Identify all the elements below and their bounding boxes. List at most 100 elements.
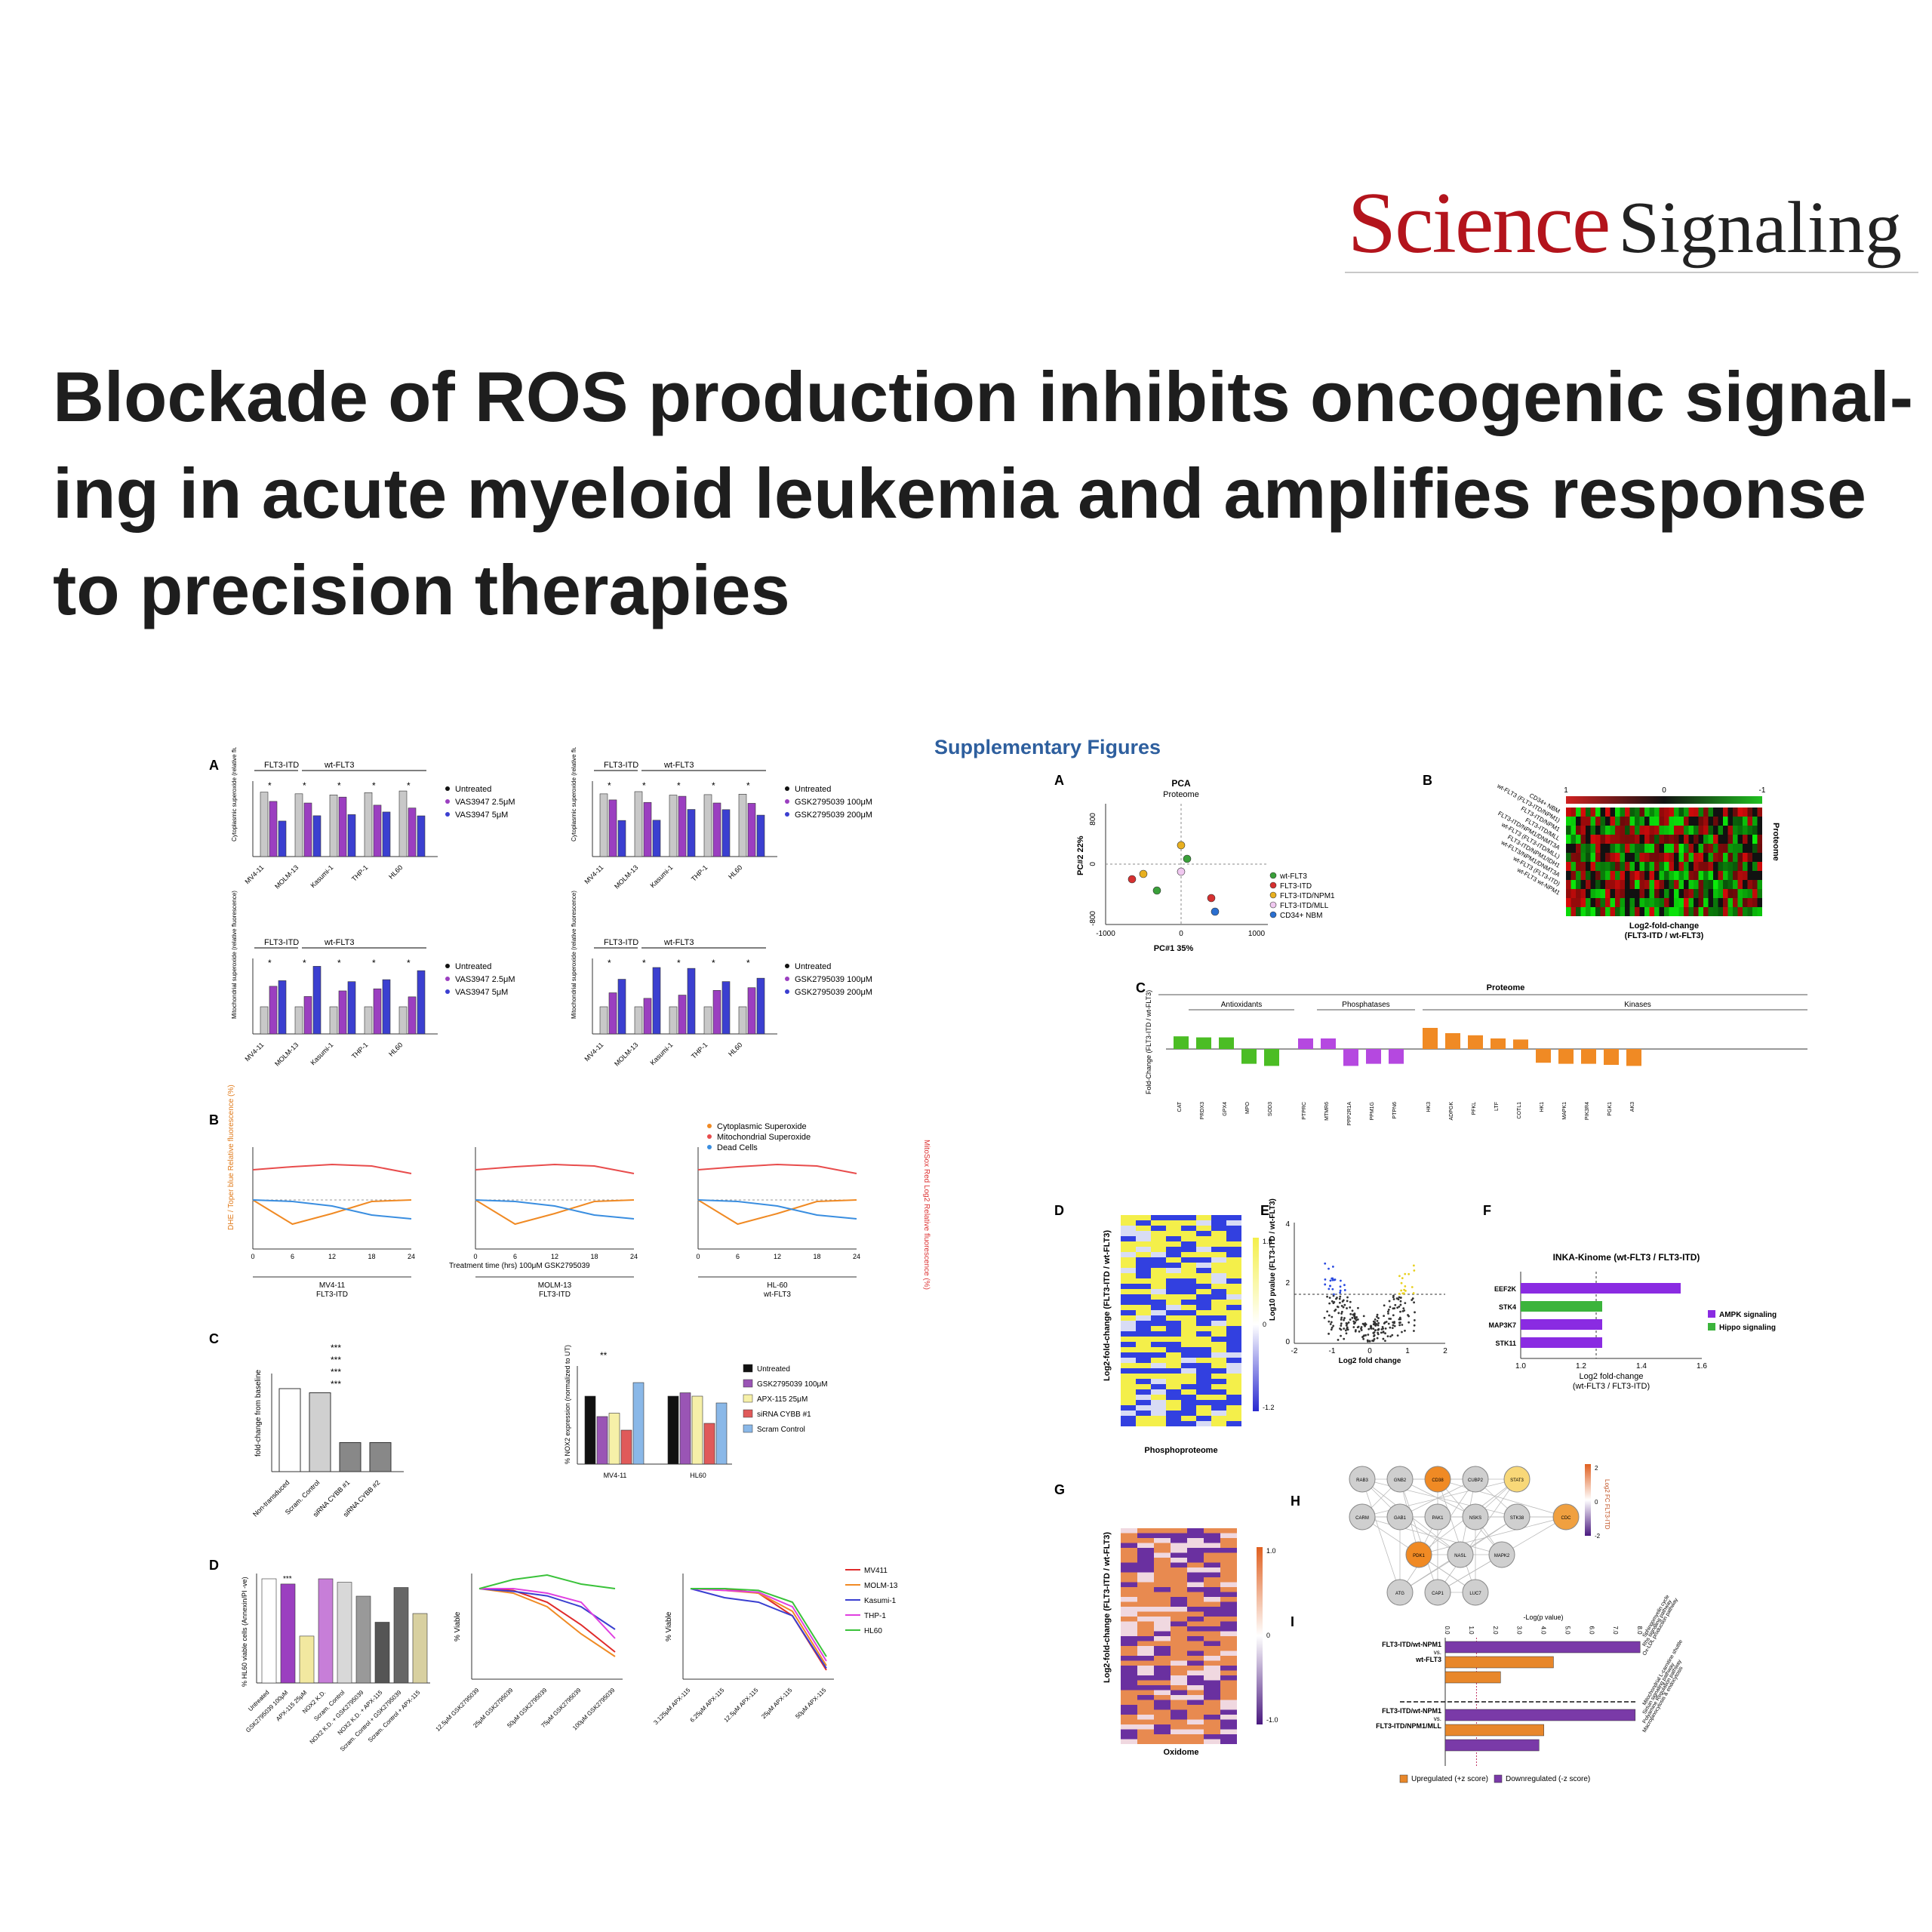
heatmap-cell — [1226, 1252, 1241, 1257]
significance-mark: * — [642, 780, 646, 791]
heatmap-cell — [1196, 1342, 1211, 1347]
heatmap-cell — [1181, 1421, 1196, 1426]
heatmap-cell — [1743, 907, 1748, 916]
heatmap-cell — [1635, 871, 1640, 880]
group-label-itd: FLT3-ITD — [264, 938, 299, 947]
heatmap-cell — [1136, 1379, 1151, 1384]
heatmap-cell — [1187, 1709, 1204, 1715]
heatmap-cell — [1211, 1358, 1226, 1363]
heatmap-cell — [1137, 1601, 1154, 1607]
x-tick-label: 4.0 — [1540, 1626, 1547, 1635]
cell-line-label: MOLM-13 — [538, 1281, 572, 1290]
network-node — [1349, 1466, 1376, 1493]
heatmap-cell — [1121, 1231, 1136, 1236]
heatmap-cell — [1220, 1587, 1237, 1592]
heatmap-cell — [1684, 826, 1689, 835]
heatmap-cell — [1752, 880, 1758, 889]
heatmap-cell — [1204, 1577, 1220, 1583]
heatmap-cell — [1196, 1300, 1211, 1305]
heatmap-cell — [1220, 1700, 1237, 1705]
bar — [393, 1587, 409, 1684]
heatmap-cell — [1136, 1273, 1151, 1278]
bar — [703, 1006, 712, 1035]
heatmap-cell — [1121, 1310, 1136, 1315]
heatmap-cell — [1196, 1289, 1211, 1294]
cell-line-label: MV4-11 — [244, 863, 266, 885]
heatmap-cell — [1674, 835, 1679, 844]
heatmap-cell — [1171, 1567, 1187, 1573]
group-label-wt: wt-FLT3 — [663, 938, 694, 947]
heatmap-cell — [1151, 1263, 1166, 1268]
heatmap-cell — [1187, 1695, 1204, 1700]
scale-tick: -1.2 — [1263, 1404, 1275, 1411]
heatmap-cell — [1166, 1368, 1181, 1374]
volcano-point — [1328, 1284, 1331, 1287]
heatmap-cell — [1187, 1592, 1204, 1597]
heatmap-cell — [1137, 1607, 1154, 1612]
heatmap-cell — [1154, 1582, 1171, 1587]
legend-label: Untreated — [757, 1365, 790, 1374]
dose-response-line — [478, 1574, 616, 1589]
bar — [652, 967, 661, 1035]
heatmap-cell — [1571, 907, 1576, 916]
heatmap-cell — [1723, 907, 1728, 916]
heatmap-cell — [1644, 844, 1650, 853]
heatmap-cell — [1154, 1636, 1171, 1641]
heatmap-cell — [1171, 1543, 1187, 1548]
heatmap-cell — [1226, 1294, 1241, 1300]
heatmap-cell — [1639, 853, 1644, 862]
heatmap-cell — [1620, 808, 1625, 817]
heatmap-cell — [1121, 1241, 1136, 1247]
heatmap-cell — [1204, 1724, 1220, 1730]
volcano-point — [1324, 1283, 1327, 1286]
heatmap-cell — [1727, 889, 1733, 898]
heatmap-cell — [1166, 1273, 1181, 1278]
volcano-point — [1352, 1320, 1355, 1323]
heatmap-cell — [1590, 853, 1595, 862]
legend-label: Kasumi-1 — [864, 1597, 897, 1605]
heatmap-cell — [1121, 1577, 1137, 1583]
heatmap-cell — [1154, 1538, 1171, 1543]
heatmap-cell — [1204, 1675, 1220, 1681]
heatmap-cell — [1166, 1395, 1181, 1400]
heatmap-cell — [1220, 1739, 1237, 1744]
heatmap-cell — [1196, 1326, 1211, 1331]
heatmap-cell — [1154, 1656, 1171, 1661]
heatmap-cell — [1566, 826, 1571, 835]
heatmap-cell — [1181, 1310, 1196, 1315]
heatmap-cell — [1718, 808, 1723, 817]
heatmap-cell — [1220, 1558, 1237, 1563]
cell-line-label: MV4-11 — [244, 1041, 266, 1063]
heatmap-cell — [1610, 871, 1615, 880]
heatmap-cell — [1204, 1734, 1220, 1740]
heatmap-cell — [1659, 853, 1664, 862]
heatmap-cell — [1226, 1231, 1241, 1236]
heatmap-cell — [1752, 844, 1758, 853]
heatmap-cell — [1226, 1315, 1241, 1321]
heatmap-cell — [1181, 1321, 1196, 1326]
volcano-point — [1392, 1298, 1395, 1300]
heatmap-cell — [1187, 1651, 1204, 1656]
heatmap-cell — [1580, 871, 1586, 880]
volcano-point — [1340, 1334, 1342, 1337]
y-axis-label: % Viable — [665, 1611, 673, 1641]
volcano-point — [1411, 1299, 1414, 1301]
volcano-point — [1401, 1324, 1404, 1326]
heatmap-cell — [1566, 898, 1571, 907]
heatmap-cell — [1620, 898, 1625, 907]
heatmap-cell — [1576, 898, 1581, 907]
cell-line-label: HL60 — [387, 863, 404, 880]
heatmap-cell — [1220, 1611, 1237, 1617]
heatmap-cell — [1220, 1533, 1237, 1538]
heatmap-cell — [1166, 1215, 1181, 1220]
heatmap-cell — [1595, 862, 1601, 871]
heatmap-cell — [1181, 1416, 1196, 1421]
heatmap-cell — [1181, 1395, 1196, 1400]
heatmap-cell — [1629, 853, 1635, 862]
panel-f-inka: INKA-Kinome (wt-FLT3 / FLT3-ITD)EEF2KSTK… — [1488, 1252, 1777, 1391]
heatmap-cell — [1136, 1310, 1151, 1315]
volcano-point — [1328, 1302, 1331, 1305]
heatmap-cell — [1204, 1739, 1220, 1744]
heatmap-cell — [1121, 1226, 1136, 1231]
heatmap-cell — [1743, 835, 1748, 844]
